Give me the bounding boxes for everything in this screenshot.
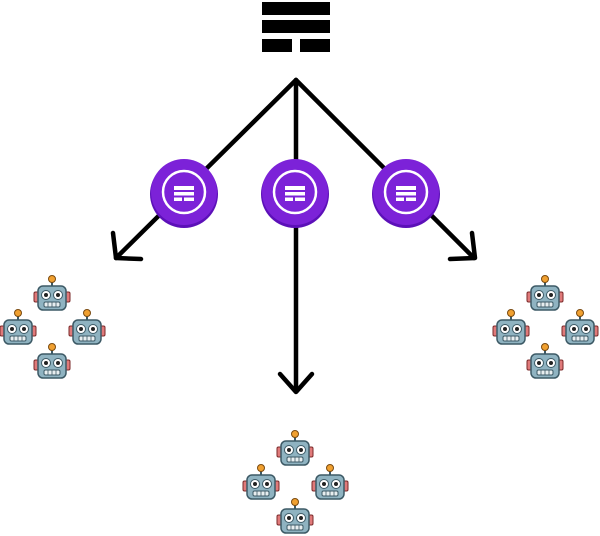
robot-group-left bbox=[0, 274, 106, 379]
robot-group-center bbox=[242, 429, 349, 534]
arrow-center bbox=[277, 77, 315, 395]
robot-group-right bbox=[492, 274, 599, 379]
robot-face-icon bbox=[526, 342, 564, 379]
robot-face-icon bbox=[33, 342, 71, 379]
arrows bbox=[110, 77, 478, 395]
robot-face-icon bbox=[33, 274, 71, 311]
robot-face-icon bbox=[276, 497, 314, 534]
robot-face-icon bbox=[561, 308, 599, 345]
purple-token-icon bbox=[370, 157, 442, 230]
robot-face-icon bbox=[526, 274, 564, 311]
purple-token-icon bbox=[148, 157, 220, 230]
robot-face-icon bbox=[0, 308, 37, 345]
robot-face-icon bbox=[276, 429, 314, 466]
tokens bbox=[148, 157, 442, 230]
robot-face-icon bbox=[242, 463, 280, 500]
robot-face-icon bbox=[68, 308, 106, 345]
purple-token-icon bbox=[259, 157, 331, 230]
robot-face-icon bbox=[311, 463, 349, 500]
robot-face-icon bbox=[492, 308, 530, 345]
trigram-icon bbox=[262, 2, 330, 52]
